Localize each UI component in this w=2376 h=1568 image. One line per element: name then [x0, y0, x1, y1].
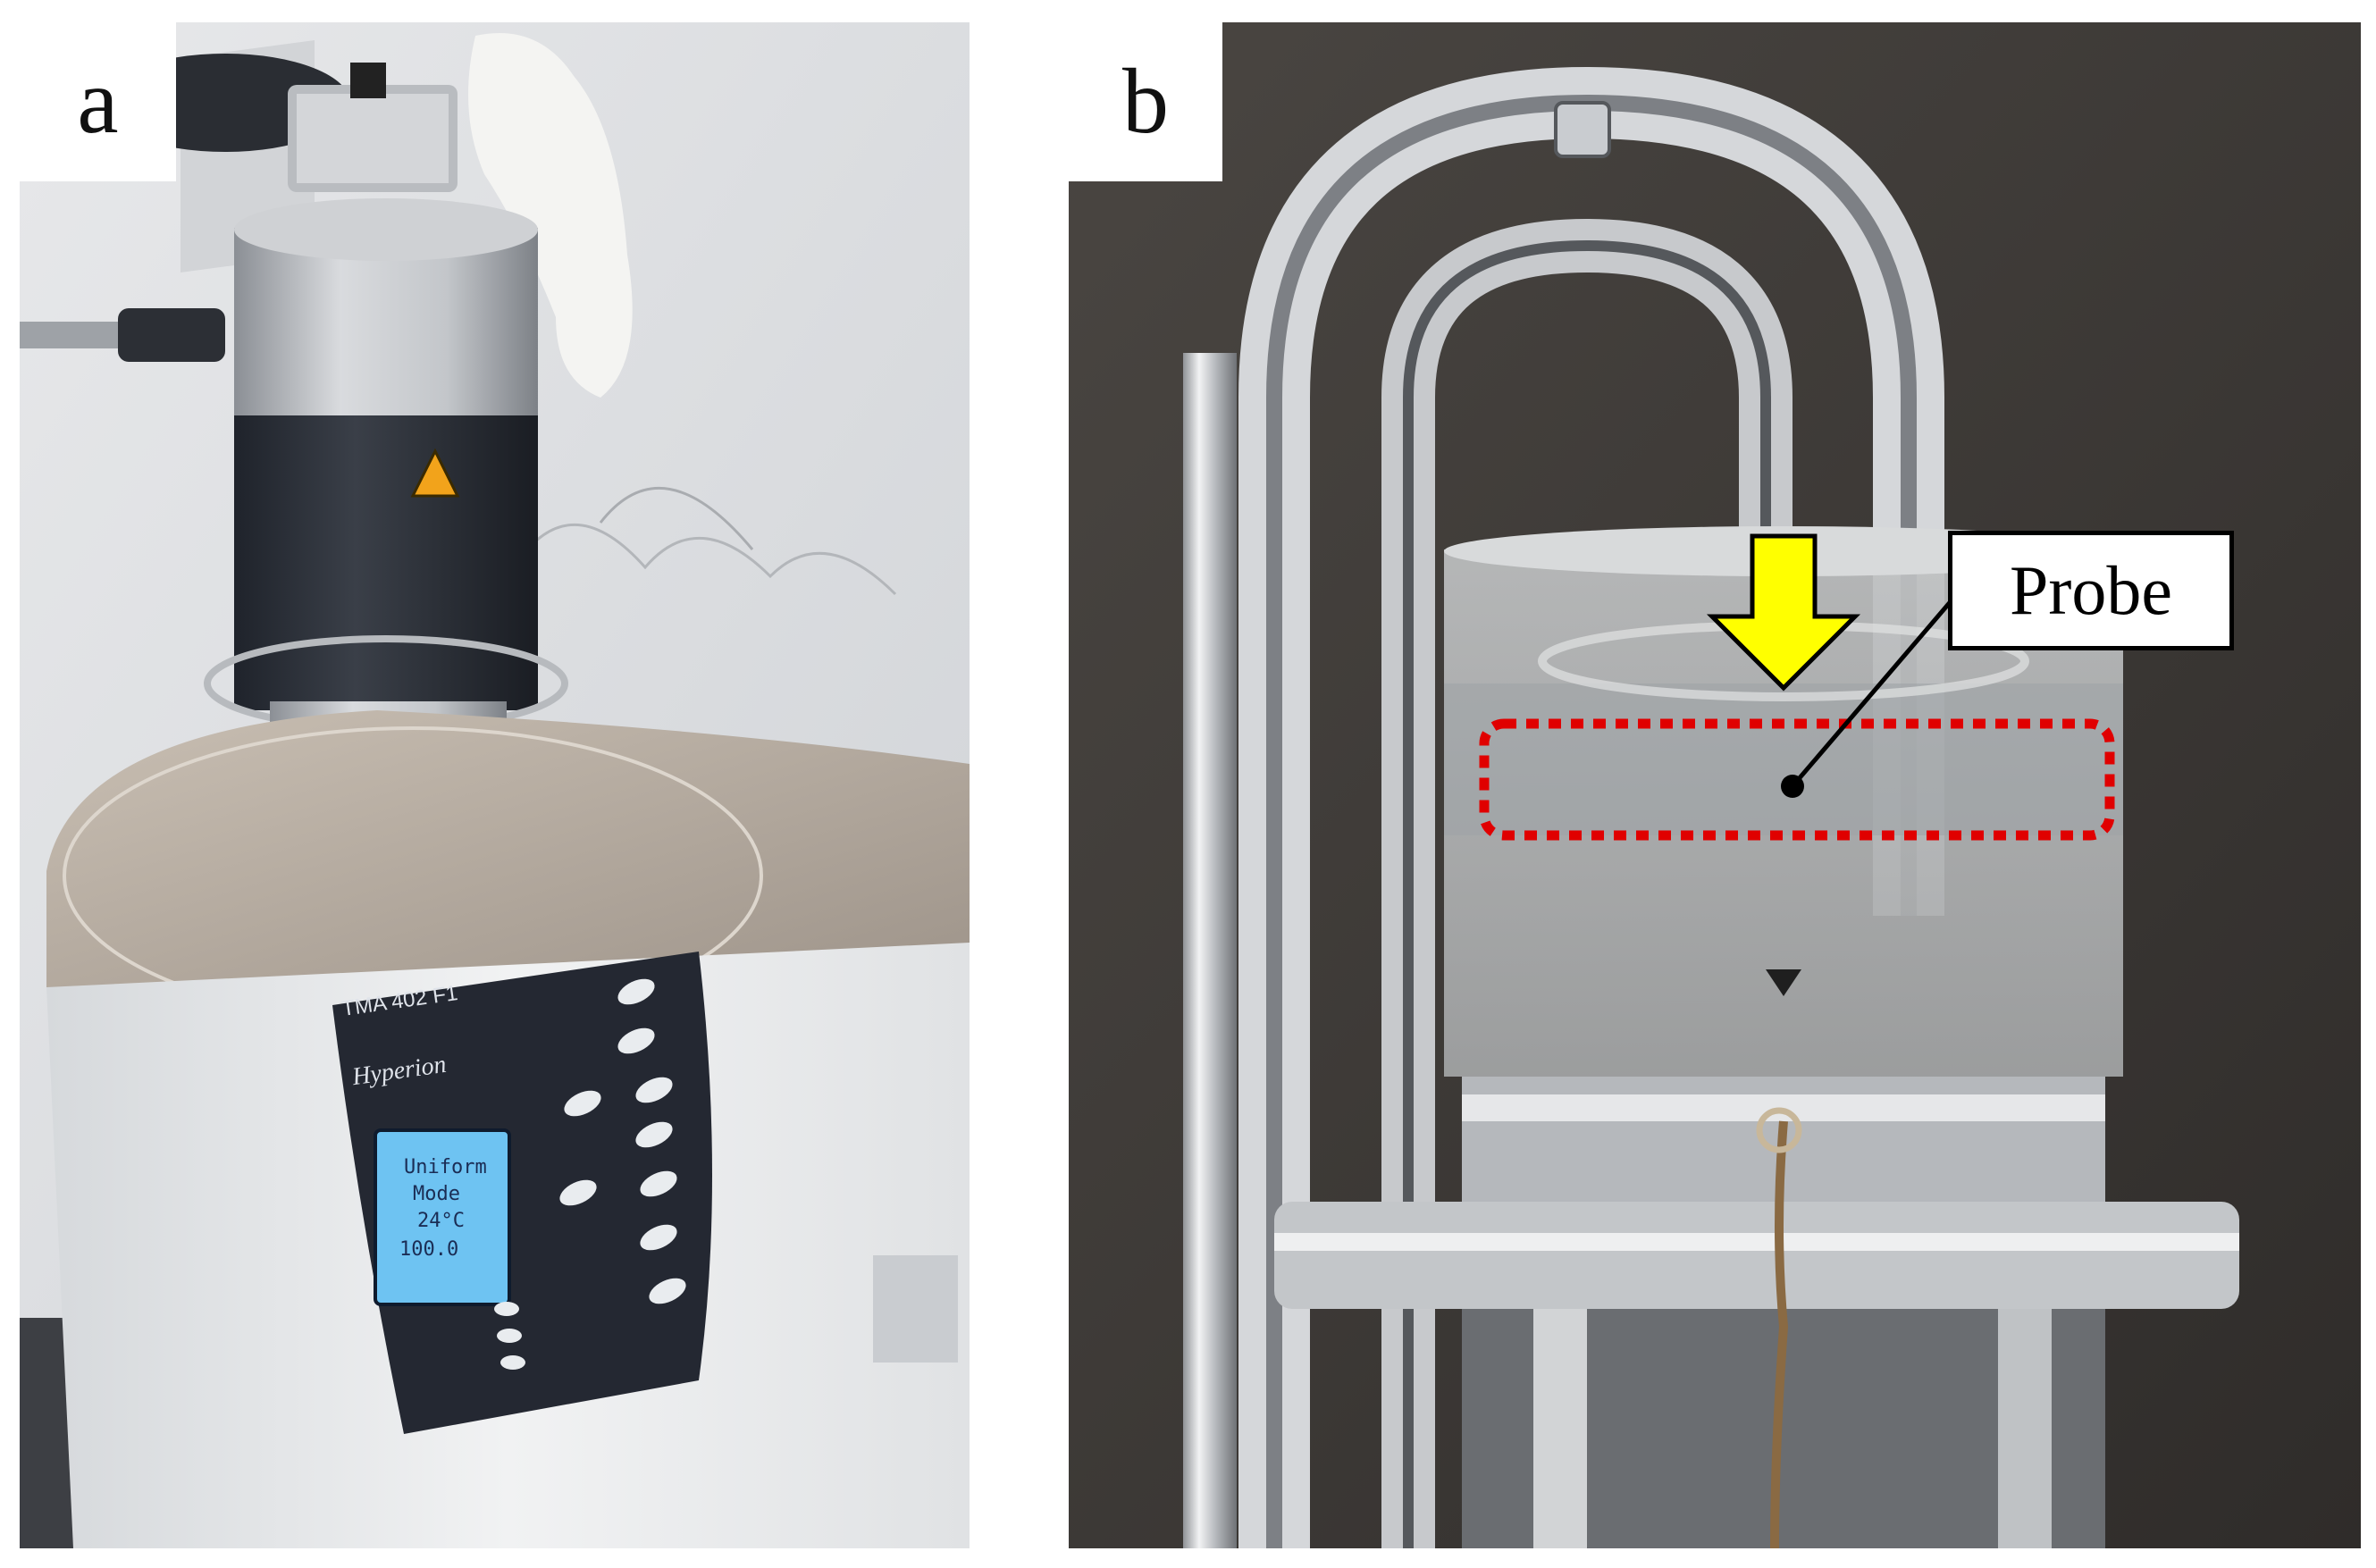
panel-label-b: b	[1069, 22, 1222, 181]
probe-point-marker	[1781, 775, 1804, 798]
panel-b-photo	[1069, 22, 2361, 1548]
probe-closeup-illustration	[1069, 22, 2361, 1548]
panel-label-a: a	[20, 22, 176, 181]
panel-a-photo: TMA 402 F1 Hyperion Uniform Mode 24°C 10…	[20, 22, 970, 1548]
instrument-illustration	[20, 22, 970, 1548]
probe-highlight-box	[1479, 718, 2115, 841]
callout-leader-line	[1791, 586, 1964, 788]
lcd-line-3: 24°C	[417, 1210, 465, 1232]
lcd-line-4: 100.0	[399, 1238, 459, 1261]
yellow-down-arrow	[1706, 533, 1861, 692]
lcd-line-1: Uniform	[404, 1156, 487, 1178]
probe-callout-label: Probe	[1948, 531, 2234, 650]
lcd-line-2: Mode	[413, 1183, 460, 1205]
